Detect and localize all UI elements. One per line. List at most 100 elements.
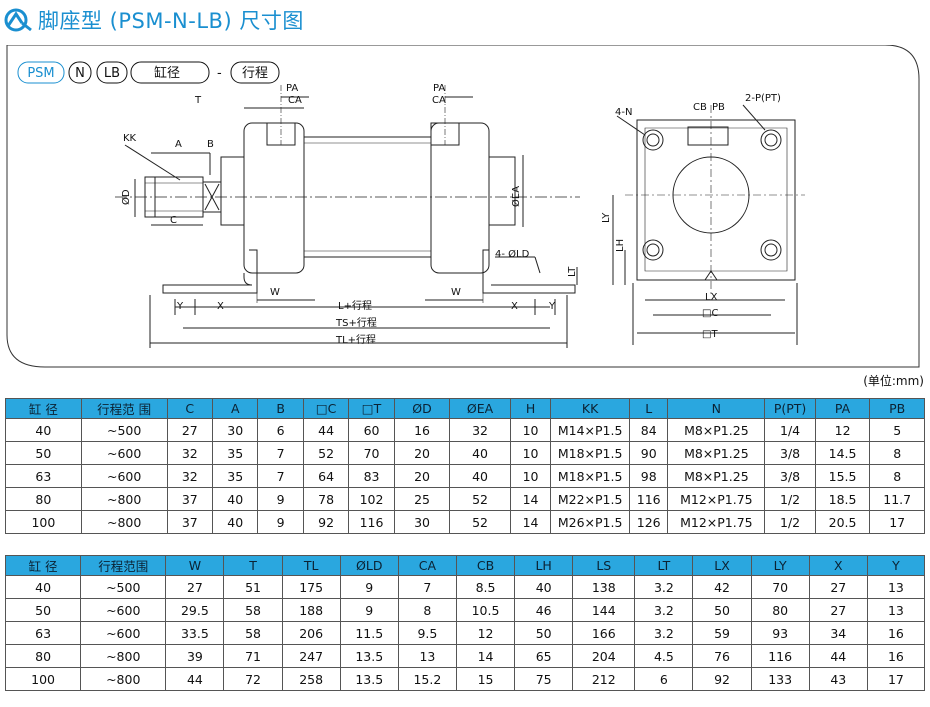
table-cell: ~600 bbox=[80, 441, 168, 465]
table-cell: 17 bbox=[869, 510, 925, 534]
table-cell: 102 bbox=[348, 487, 395, 511]
column-header: C bbox=[166, 398, 214, 419]
table-cell: 3.2 bbox=[634, 575, 694, 599]
table-cell: 40 bbox=[211, 487, 259, 511]
column-header: X bbox=[808, 555, 868, 576]
table-cell: M26×P1.5 bbox=[550, 510, 631, 534]
label-lx: LX bbox=[705, 292, 718, 303]
table-cell: 212 bbox=[572, 667, 636, 691]
table-cell: 10 bbox=[509, 464, 552, 488]
column-header: Y bbox=[866, 555, 926, 576]
column-header: P(PT) bbox=[764, 398, 816, 419]
table-cell: 11.5 bbox=[339, 621, 399, 645]
table-cell: 27 bbox=[165, 575, 225, 599]
column-header: ØEA bbox=[449, 398, 511, 419]
table-cell: 4.5 bbox=[634, 644, 694, 668]
table-cell: 50 bbox=[5, 441, 82, 465]
table-cell: 44 bbox=[808, 644, 868, 668]
table-cell: ~800 bbox=[80, 644, 167, 668]
table-cell: 126 bbox=[629, 510, 669, 534]
table-cell: 10.5 bbox=[455, 598, 516, 622]
table-cell: 40 bbox=[5, 418, 82, 442]
table-cell: 39 bbox=[165, 644, 225, 668]
column-header: □C bbox=[302, 398, 350, 419]
table-cell: 52 bbox=[302, 441, 350, 465]
table-cell: 70 bbox=[348, 441, 395, 465]
table-cell: 52 bbox=[449, 487, 511, 511]
unit-note: (单位:mm) bbox=[863, 374, 924, 388]
column-header: PA bbox=[814, 398, 871, 419]
label-ts-stroke: TS+行程 bbox=[335, 316, 377, 329]
table-cell: 27 bbox=[808, 598, 868, 622]
table-cell: 3/8 bbox=[764, 441, 816, 465]
table-cell: 50 bbox=[4, 598, 82, 622]
table-cell: 175 bbox=[281, 575, 341, 599]
table-cell: 32 bbox=[449, 418, 511, 442]
table-cell: 33.5 bbox=[165, 621, 225, 645]
table-cell: 92 bbox=[302, 510, 350, 534]
table-cell: M18×P1.5 bbox=[550, 441, 631, 465]
table-cell: 1/2 bbox=[764, 487, 816, 511]
model-code-dash: - bbox=[217, 66, 222, 81]
table-cell: 116 bbox=[750, 644, 810, 668]
table-cell: 3.2 bbox=[634, 598, 694, 622]
table-cell: 80 bbox=[4, 644, 82, 668]
table-cell: 65 bbox=[514, 644, 574, 668]
table-cell: 14 bbox=[509, 487, 552, 511]
table-cell: 133 bbox=[750, 667, 810, 691]
table-cell: 63 bbox=[5, 464, 82, 488]
table-cell: 83 bbox=[348, 464, 395, 488]
table-cell: 116 bbox=[629, 487, 669, 511]
table-cell: 9.5 bbox=[397, 621, 457, 645]
table-cell: 13 bbox=[866, 575, 926, 599]
table-cell: 16 bbox=[866, 621, 926, 645]
table-cell: 6 bbox=[634, 667, 694, 691]
column-header: LH bbox=[514, 555, 574, 576]
label-ly: LY bbox=[601, 212, 612, 223]
table-cell: 12 bbox=[455, 621, 516, 645]
label-4n: 4-N bbox=[615, 107, 632, 118]
table-cell: M8×P1.25 bbox=[667, 464, 766, 488]
label-ca-rear: CA bbox=[432, 95, 446, 106]
table-cell: 8 bbox=[869, 441, 925, 465]
table-cell: 9 bbox=[339, 575, 399, 599]
table-cell: 30 bbox=[211, 418, 259, 442]
label-oea: ØEA bbox=[510, 186, 522, 207]
table-cell: 29.5 bbox=[165, 598, 225, 622]
table-cell: 30 bbox=[393, 510, 451, 534]
column-header: CA bbox=[397, 555, 457, 576]
column-header: W bbox=[165, 555, 225, 576]
table-cell: 13.5 bbox=[339, 644, 399, 668]
table-cell: M8×P1.25 bbox=[667, 418, 766, 442]
label-b: B bbox=[207, 139, 214, 150]
table-cell: 258 bbox=[281, 667, 341, 691]
table-cell: 7 bbox=[257, 464, 304, 488]
table-cell: 78 bbox=[302, 487, 350, 511]
table-cell: ~500 bbox=[80, 575, 167, 599]
column-header: L bbox=[629, 398, 669, 419]
label-2p-pt: 2-P(PT) bbox=[745, 93, 781, 104]
table-cell: 10 bbox=[509, 441, 552, 465]
table-cell: 90 bbox=[629, 441, 669, 465]
label-a: A bbox=[175, 139, 182, 150]
table-cell: 1/4 bbox=[764, 418, 816, 442]
table-cell: ~800 bbox=[80, 510, 168, 534]
table-cell: 25 bbox=[393, 487, 451, 511]
table-cell: 93 bbox=[750, 621, 810, 645]
table-cell: 43 bbox=[808, 667, 868, 691]
column-header: 缸 径 bbox=[4, 555, 82, 576]
table-cell: 3.2 bbox=[634, 621, 694, 645]
label-od: ØD bbox=[120, 189, 132, 205]
column-header: 行程范 围 bbox=[80, 398, 168, 419]
table-cell: ~800 bbox=[80, 487, 168, 511]
table-cell: 50 bbox=[514, 621, 574, 645]
label-ld: 4- ØLD bbox=[495, 248, 530, 260]
model-code-bore: 缸径 bbox=[154, 65, 180, 81]
label-lh: LH bbox=[615, 239, 626, 252]
